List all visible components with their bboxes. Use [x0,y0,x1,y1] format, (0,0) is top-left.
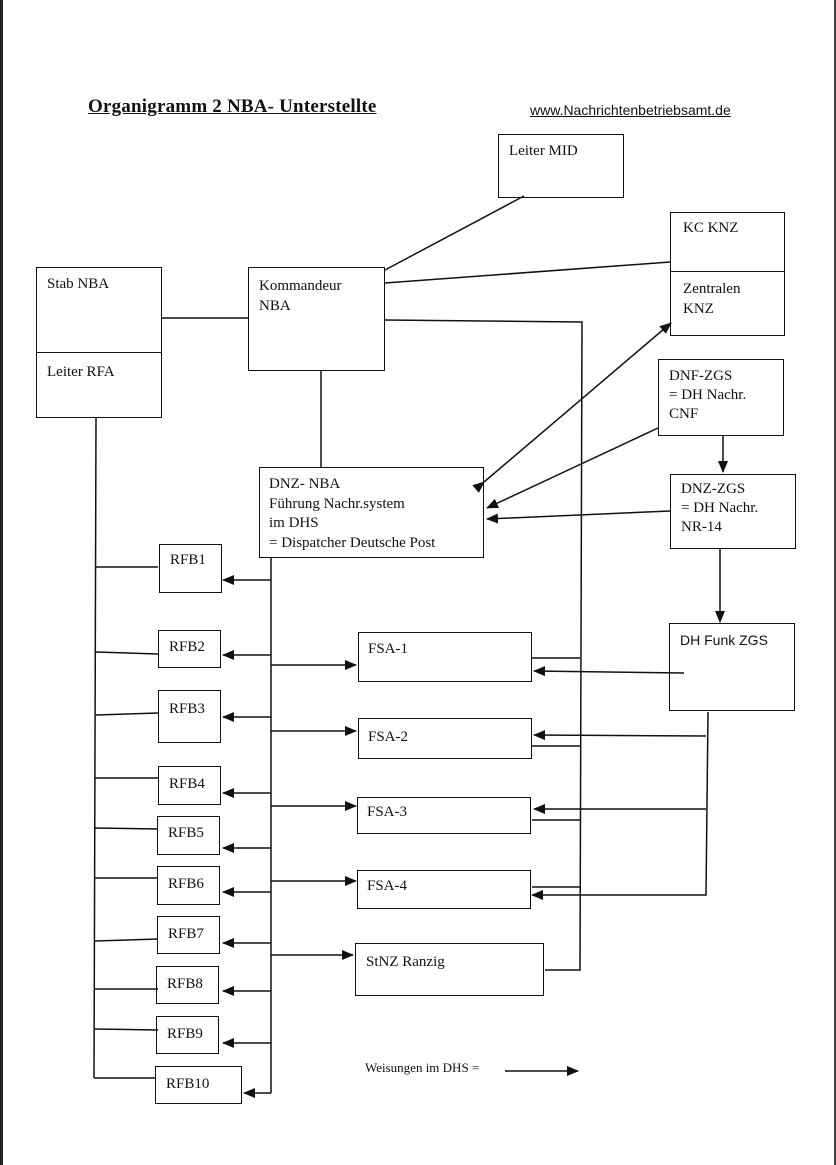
dnz-nba-box [259,467,484,558]
stnz-ranzig-box [355,943,544,996]
fsa2-box [358,718,532,759]
rfb5-label: RFB5 [168,825,204,841]
rfb5-box [157,816,220,855]
rfb8-label: RFB8 [167,976,203,992]
stnz-ranzig-label: StNZ Ranzig [366,954,445,970]
rfb3-box [158,690,221,743]
rfb9-box [156,1016,219,1054]
stab-nba-label: Stab NBA [47,276,110,292]
legend-label: Weisungen im DHS = [365,1060,480,1075]
fsa3-box [357,797,531,834]
kommandeur-nba-box [248,267,385,371]
fsa4-box [357,870,531,909]
rfb1-label: RFB1 [170,552,206,568]
kc-knz-divider [670,271,785,272]
zentralen-knz-label: Zentralen KNZ [683,281,741,317]
rfb10-box [155,1066,242,1104]
rfb4-box [158,766,221,805]
leiter-mid-label: Leiter MID [509,143,578,159]
stab-nba-divider [36,352,162,353]
rfb3-label: RFB3 [169,701,205,717]
rfb2-box [158,630,221,668]
page-title: Organigramm 2 NBA- Unterstellte [88,96,377,117]
fsa2-label: FSA-2 [368,729,409,745]
dnf-zgs-box [658,359,784,436]
stab-nba-box [36,267,162,418]
dnz-zgs-box [670,474,796,549]
rfb2-label: RFB2 [169,639,205,655]
dnf-zgs-label: DNF-ZGS = DH Nachr. CNF [669,368,747,422]
rfb10-label: RFB10 [166,1076,210,1092]
kc-knz-box [670,212,785,336]
dh-funk-zgs-label: DH Funk ZGS [680,632,768,648]
rfb1-box [159,544,222,593]
kc-knz-label: KC KNZ [683,220,739,236]
dnz-nba-label: DNZ- NBA Führung Nachr.system im DHS = D… [269,476,436,551]
rfb7-label: RFB7 [168,926,204,942]
rfb8-box [156,966,219,1004]
website-url: www.Nachrichtenbetriebsamt.de [530,102,731,118]
dh-funk-zgs-box [669,623,795,711]
rfb7-box [157,916,220,954]
rfb6-box [157,866,220,905]
scan-left-edge [0,0,3,1165]
leiter-rfa-label: Leiter RFA [47,364,115,380]
fsa1-label: FSA-1 [368,641,409,657]
kommandeur-nba-label: Kommandeur NBA [259,278,342,314]
rfb4-label: RFB4 [169,776,205,792]
rfb9-label: RFB9 [167,1026,203,1042]
dnz-zgs-label: DNZ-ZGS = DH Nachr. NR-14 [681,481,759,535]
fsa4-label: FSA-4 [367,878,408,894]
fsa1-box [358,632,532,682]
scan-right-edge [834,0,836,1165]
leiter-mid-box [498,134,624,198]
rfb6-label: RFB6 [168,876,204,892]
fsa3-label: FSA-3 [367,804,408,820]
